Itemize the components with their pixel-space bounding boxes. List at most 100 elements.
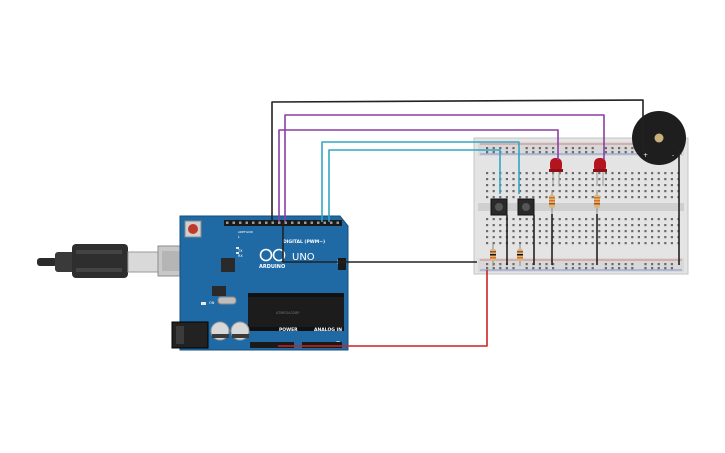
breadboard-hole[interactable] [565, 184, 568, 187]
breadboard-hole[interactable] [585, 230, 588, 233]
rail-hole[interactable] [499, 267, 502, 270]
piezo-buzzer[interactable]: + - [632, 111, 686, 165]
breadboard-hole[interactable] [624, 184, 627, 187]
rail-hole[interactable] [604, 267, 607, 270]
rail-hole[interactable] [532, 267, 535, 270]
breadboard-hole[interactable] [664, 178, 667, 181]
breadboard-hole[interactable] [585, 224, 588, 227]
breadboard-hole[interactable] [651, 230, 654, 233]
breadboard-hole[interactable] [618, 242, 621, 245]
breadboard-hole[interactable] [578, 184, 581, 187]
rail-hole[interactable] [604, 151, 607, 154]
breadboard-hole[interactable] [552, 224, 555, 227]
breadboard-hole[interactable] [492, 218, 495, 221]
breadboard-hole[interactable] [604, 230, 607, 233]
rail-hole[interactable] [545, 267, 548, 270]
breadboard-hole[interactable] [657, 230, 660, 233]
breadboard-hole[interactable] [545, 242, 548, 245]
breadboard-hole[interactable] [505, 178, 508, 181]
rail-hole[interactable] [538, 263, 541, 266]
breadboard-hole[interactable] [558, 172, 561, 175]
rail-hole[interactable] [538, 147, 541, 150]
breadboard-hole[interactable] [604, 218, 607, 221]
breadboard-hole[interactable] [558, 242, 561, 245]
breadboard-hole[interactable] [499, 224, 502, 227]
rail-hole[interactable] [512, 151, 515, 154]
breadboard-hole[interactable] [571, 224, 574, 227]
breadboard-hole[interactable] [525, 178, 528, 181]
rail-hole[interactable] [585, 263, 588, 266]
breadboard-hole[interactable] [637, 196, 640, 199]
header-pin[interactable] [284, 221, 288, 225]
breadboard-hole[interactable] [611, 172, 614, 175]
breadboard-hole[interactable] [558, 224, 561, 227]
breadboard-hole[interactable] [631, 224, 634, 227]
breadboard-hole[interactable] [505, 196, 508, 199]
breadboard-hole[interactable] [591, 196, 594, 199]
breadboard-hole[interactable] [499, 230, 502, 233]
wire-purple-led2[interactable] [284, 114, 605, 222]
breadboard-hole[interactable] [545, 184, 548, 187]
breadboard-hole[interactable] [519, 178, 522, 181]
breadboard-hole[interactable] [604, 184, 607, 187]
rail-hole[interactable] [611, 147, 614, 150]
rail-hole[interactable] [545, 151, 548, 154]
breadboard-hole[interactable] [512, 242, 515, 245]
breadboard-hole[interactable] [618, 178, 621, 181]
breadboard-hole[interactable] [538, 196, 541, 199]
power-header[interactable] [250, 342, 294, 348]
rail-hole[interactable] [631, 147, 634, 150]
header-pin[interactable] [317, 221, 320, 225]
breadboard-hole[interactable] [651, 242, 654, 245]
breadboard-hole[interactable] [651, 190, 654, 193]
breadboard-hole[interactable] [591, 218, 594, 221]
rail-hole[interactable] [538, 267, 541, 270]
breadboard-hole[interactable] [631, 196, 634, 199]
breadboard-hole[interactable] [631, 190, 634, 193]
wire-cyan-button2[interactable] [321, 141, 520, 222]
breadboard-hole[interactable] [598, 178, 601, 181]
breadboard-hole[interactable] [591, 236, 594, 239]
rail-hole[interactable] [591, 151, 594, 154]
led-1[interactable] [549, 158, 563, 186]
rail-hole[interactable] [624, 147, 627, 150]
breadboard-hole[interactable] [618, 172, 621, 175]
rail-hole[interactable] [618, 151, 621, 154]
breadboard-hole[interactable] [545, 172, 548, 175]
breadboard-hole[interactable] [618, 218, 621, 221]
breadboard-hole[interactable] [657, 190, 660, 193]
breadboard-hole[interactable] [558, 236, 561, 239]
breadboard-hole[interactable] [571, 184, 574, 187]
rail-hole[interactable] [552, 151, 555, 154]
breadboard-hole[interactable] [571, 242, 574, 245]
breadboard-hole[interactable] [631, 230, 634, 233]
breadboard-hole[interactable] [538, 172, 541, 175]
breadboard-hole[interactable] [532, 196, 535, 199]
breadboard-hole[interactable] [664, 196, 667, 199]
header-pin[interactable] [330, 221, 333, 225]
header-pin[interactable] [245, 221, 249, 225]
breadboard-hole[interactable] [512, 218, 515, 221]
wire-black-gnd[interactable] [282, 222, 477, 263]
rail-hole[interactable] [611, 151, 614, 154]
breadboard-hole[interactable] [571, 190, 574, 193]
rail-hole[interactable] [657, 267, 660, 270]
breadboard-hole[interactable] [525, 230, 528, 233]
breadboard-hole[interactable] [492, 242, 495, 245]
breadboard-hole[interactable] [664, 184, 667, 187]
breadboard-hole[interactable] [486, 184, 489, 187]
breadboard-hole[interactable] [525, 184, 528, 187]
breadboard-hole[interactable] [545, 236, 548, 239]
rail-hole[interactable] [585, 267, 588, 270]
breadboard-hole[interactable] [492, 224, 495, 227]
rail-hole[interactable] [578, 263, 581, 266]
rail-hole[interactable] [486, 151, 489, 154]
rail-hole[interactable] [545, 263, 548, 266]
breadboard-hole[interactable] [657, 242, 660, 245]
rail-hole[interactable] [644, 267, 647, 270]
resistor-3[interactable] [549, 190, 555, 214]
breadboard-hole[interactable] [571, 172, 574, 175]
rail-hole[interactable] [644, 263, 647, 266]
rail-hole[interactable] [651, 267, 654, 270]
breadboard-hole[interactable] [624, 218, 627, 221]
